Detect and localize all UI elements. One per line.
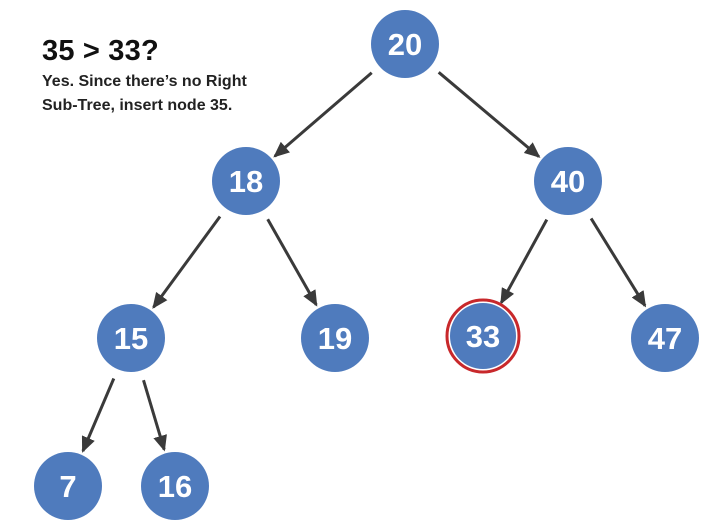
edge-n15-n16 [142, 379, 167, 452]
node-circle [141, 452, 209, 520]
node-label: 33 [466, 319, 500, 354]
tree-node-18: 18 [212, 147, 280, 215]
node-label: 47 [648, 321, 682, 356]
explanation-line-2: Sub-Tree, insert node 35. [42, 97, 233, 114]
edges [81, 71, 647, 453]
edge-n20-n18 [273, 71, 373, 158]
tree-node-7: 7 [34, 452, 102, 520]
highlight-ring [445, 298, 521, 374]
edge-n18-n19 [266, 218, 318, 307]
tree-node-47: 47 [631, 304, 699, 372]
node-circle [450, 303, 516, 369]
tree-node-16: 16 [141, 452, 209, 520]
tree-node-20: 20 [371, 10, 439, 78]
caption: 35 > 33? Yes. Since there’s no Right Sub… [42, 34, 247, 116]
tree-node-15: 15 [97, 304, 165, 372]
tree-node-19: 19 [301, 304, 369, 372]
node-label: 7 [59, 469, 76, 504]
edge-n40-n47 [589, 217, 647, 308]
node-circle [371, 10, 439, 78]
node-label: 19 [318, 321, 352, 356]
edge-n40-n33 [499, 218, 549, 305]
edge-n20-n40 [437, 71, 541, 158]
edge-n15-n7 [81, 377, 116, 453]
node-label: 18 [229, 164, 263, 199]
node-label: 15 [114, 321, 148, 356]
node-circle [631, 304, 699, 372]
tree-node-33: 33 [445, 298, 521, 374]
node-circle [534, 147, 602, 215]
nodes: 20 18 40 15 19 33 47 7 16 [34, 10, 699, 520]
node-circle [34, 452, 102, 520]
explanation-line-1: Yes. Since there’s no Right [42, 73, 247, 90]
edge-n18-n15 [152, 215, 222, 309]
node-circle [212, 147, 280, 215]
node-circle [301, 304, 369, 372]
node-circle [97, 304, 165, 372]
tree-node-40: 40 [534, 147, 602, 215]
node-label: 40 [551, 164, 585, 199]
comparison-question: 35 > 33? [42, 35, 159, 67]
node-label: 20 [388, 27, 422, 62]
node-label: 16 [158, 469, 192, 504]
